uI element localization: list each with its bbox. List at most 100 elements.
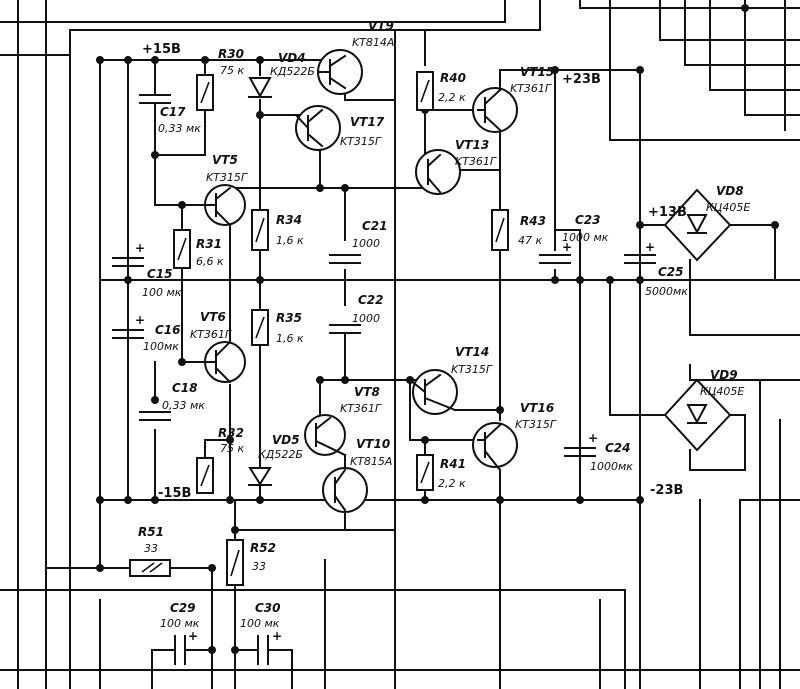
resistor-r34 (251, 209, 269, 251)
label-r40-ref: R40 (440, 71, 466, 85)
label-c18-ref: C18 (172, 381, 198, 395)
label-r52-ref: R52 (250, 541, 276, 555)
resistor-r35 (251, 309, 269, 346)
label-vd5-type: КД522Б (258, 448, 303, 461)
svg-text:+: + (588, 431, 598, 445)
resistor-r52 (226, 539, 244, 586)
label-r41-value: 2,2 к (438, 477, 466, 490)
capacitor-c25: + (624, 240, 656, 264)
label-r40-value: 2,2 к (438, 91, 466, 104)
capacitor-c15: + (112, 241, 145, 267)
label-r52-value: 33 (252, 560, 266, 573)
label-vt5-type: KT315Г (206, 171, 248, 184)
resistor-r30 (196, 74, 214, 111)
svg-text:+: + (135, 313, 145, 327)
label-c21-ref: C21 (362, 219, 388, 233)
label-c16-value: 100мк (143, 340, 179, 353)
label-vt8-ref: VT8 (354, 385, 380, 399)
label-vt6-ref: VT6 (200, 310, 226, 324)
transistor-vt6 (204, 340, 246, 384)
label-vd4-ref: VD4 (278, 51, 306, 65)
label-c22-value: 1000 (352, 312, 380, 325)
label-vt9-type: KT814A (352, 36, 394, 49)
transistor-vt16 (472, 422, 518, 472)
rail-label-p13: +13В (648, 205, 687, 220)
label-r41-ref: R41 (440, 457, 466, 471)
label-r32-value: 75 к (220, 442, 244, 455)
label-r51-value: 33 (144, 542, 158, 555)
label-r43-ref: R43 (520, 214, 546, 228)
label-vt10-type: KT815А (350, 455, 392, 468)
capacitor-c17 (139, 94, 171, 126)
label-vd9-ref: VD9 (710, 368, 738, 382)
svg-text:+: + (135, 241, 145, 255)
label-vd9-type: КЦ405Е (700, 385, 744, 398)
label-c29-ref: C29 (170, 601, 196, 615)
label-r30-value: 75 к (220, 64, 244, 77)
label-vt8-type: KT361Г (340, 402, 382, 415)
label-vt10-ref: VT10 (356, 437, 390, 451)
label-r31-value: 6,6 к (196, 255, 224, 268)
resistor-r51 (129, 559, 171, 577)
resistor-r31 (173, 229, 191, 269)
label-r35-ref: R35 (276, 311, 302, 325)
bridge-vd9 (663, 378, 732, 452)
resistor-r41 (416, 454, 434, 491)
bridge-vd8 (663, 188, 732, 262)
label-c17-ref: C17 (160, 105, 186, 119)
transistor-vt9 (317, 49, 363, 95)
label-vt17-type: KT315Г (340, 135, 382, 148)
svg-text:+: + (562, 240, 572, 254)
label-r34-value: 1,6 к (276, 234, 304, 247)
resistor-r43 (491, 209, 509, 251)
svg-text:+: + (645, 240, 655, 254)
transistor-vt14 (408, 369, 458, 415)
transistor-vt5 (204, 184, 246, 227)
label-c24-ref: C24 (605, 441, 631, 455)
label-vt13-type: KT361Г (455, 155, 497, 168)
resistor-r32 (196, 457, 214, 494)
label-vt15-type: KT361Г (510, 82, 552, 95)
rail-label-p23: +23В (562, 72, 601, 87)
capacitor-c16: + (112, 313, 145, 339)
label-c25-value: 5000мк (645, 285, 688, 298)
label-c25-ref: C25 (658, 265, 684, 279)
transistor-vt17 (294, 105, 341, 151)
svg-text:+: + (272, 629, 282, 643)
svg-text:+: + (188, 629, 198, 643)
label-c24-value: 1000мк (590, 460, 633, 473)
capacitor-c30: + (257, 629, 282, 665)
label-vt14-type: KT315Г (451, 363, 493, 376)
label-vt13-ref: VT13 (455, 138, 489, 152)
label-vt16-type: KT315Г (515, 418, 557, 431)
capacitor-c21 (329, 254, 361, 264)
rail-label-m15: -15В (158, 486, 191, 501)
capacitor-c23: + (539, 240, 572, 264)
junctions (96, 4, 779, 654)
label-r30-ref: R30 (218, 47, 244, 61)
label-r51-ref: R51 (138, 525, 164, 539)
label-vt9-ref: VT9 (368, 19, 394, 33)
label-c16-ref: C16 (155, 323, 181, 337)
label-r32-ref: R32 (218, 426, 244, 440)
label-c23-ref: C23 (575, 213, 601, 227)
label-r31-ref: R31 (196, 237, 222, 251)
rail-label-m23: -23В (650, 483, 683, 498)
capacitor-c29: + (174, 629, 198, 665)
label-c30-value: 100 мк (240, 617, 280, 630)
label-c29-value: 100 мк (160, 617, 200, 630)
label-c18-value: 0,33 мк (162, 399, 205, 412)
label-vd4-type: КД522Б (270, 65, 315, 78)
label-r43-value: 47 к (518, 234, 542, 247)
transistor-vt10 (322, 467, 368, 513)
label-vd8-type: КЦ405Е (706, 201, 750, 214)
label-c22-ref: C22 (358, 293, 384, 307)
label-c17-value: 0,33 мк (158, 122, 201, 135)
label-vt15-ref: VT15 (520, 65, 554, 79)
label-vt6-type: KT361Г (190, 328, 232, 341)
transistor-vt15 (472, 69, 518, 133)
rail-label-p15: +15В (142, 42, 181, 57)
label-r34-ref: R34 (276, 213, 302, 227)
label-c30-ref: C30 (255, 601, 281, 615)
